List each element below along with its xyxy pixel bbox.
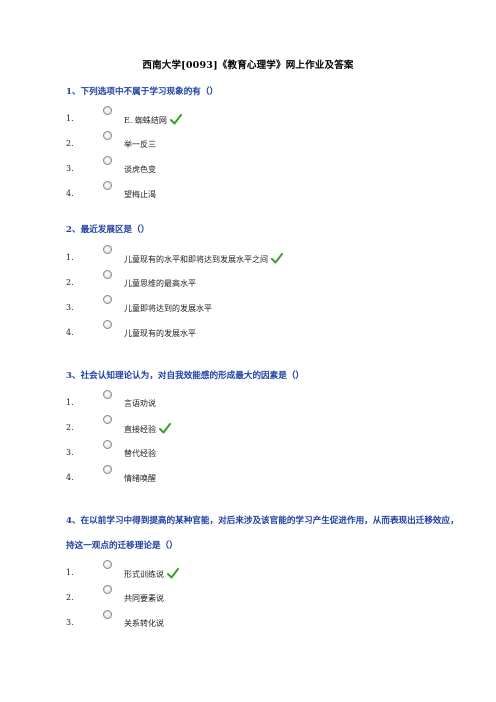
option-label: 形式训练说 (124, 568, 179, 580)
option-label: 关系转化说 (124, 619, 164, 628)
option-number: 1. (66, 114, 74, 123)
option-number: 3. (66, 618, 74, 627)
option-number: 3. (66, 164, 74, 173)
radio-button[interactable] (103, 610, 112, 619)
option-label: 举一反三 (124, 140, 156, 149)
option-number: 4. (66, 473, 74, 482)
question-4-line-1: 4、在以前学习中得到提高的某种官能，对后来涉及该官能的学习产生促进作用，从而表现… (66, 516, 459, 526)
checkmark-icon (167, 568, 179, 579)
radio-button[interactable] (103, 415, 112, 424)
option-number: 1. (66, 398, 74, 407)
option-number: 3. (66, 303, 74, 312)
radio-button[interactable] (103, 270, 112, 279)
checkmark-icon (159, 423, 171, 434)
option-number: 4. (66, 189, 74, 198)
question-2: 2、最近发展区是（） (66, 225, 150, 235)
document-title: 西南大学[0093]《教育心理学》网上作业及答案 (142, 60, 354, 71)
option-number: 2. (66, 278, 74, 287)
option-label: 替代经验 (124, 449, 156, 458)
option-number: 2. (66, 423, 74, 432)
option-number: 3. (66, 448, 74, 457)
question-3: 3、社会认知理论认为，对自我效能感的形成最大的因素是（） (66, 371, 305, 381)
option-number: 1. (66, 568, 74, 577)
option-number: 1. (66, 253, 74, 262)
option-label: 共同要素说 (124, 594, 164, 603)
option-label: 望梅止渴 (124, 190, 156, 199)
option-label: E. 蜘蛛结网 (124, 114, 182, 126)
radio-button[interactable] (103, 320, 112, 329)
radio-button[interactable] (103, 390, 112, 399)
option-label: 儿童即将达到的发展水平 (124, 304, 212, 313)
option-label: 言语劝说 (124, 399, 156, 408)
question-4-line-2: 持这一观点的迁移理论是（） (66, 541, 178, 551)
option-number: 2. (66, 593, 74, 602)
option-number: 2. (66, 139, 74, 148)
option-label: 情绪唤醒 (124, 474, 156, 483)
option-label: 谈虎色变 (124, 165, 156, 174)
radio-button[interactable] (103, 245, 112, 254)
radio-button[interactable] (103, 585, 112, 594)
radio-button[interactable] (103, 181, 112, 190)
checkmark-icon (271, 253, 283, 264)
question-4: 4、在以前学习中得到提高的某种官能，对后来涉及该官能的学习产生促进作用，从而表现… (66, 510, 466, 557)
checkmark-icon (169, 114, 182, 125)
question-1: 1、下列选项中不属于学习现象的有（） (66, 87, 219, 97)
radio-button[interactable] (103, 440, 112, 449)
option-number: 4. (66, 328, 74, 337)
radio-button[interactable] (103, 465, 112, 474)
radio-button[interactable] (103, 131, 112, 140)
radio-button[interactable] (103, 106, 112, 115)
option-label: 直接经验 (124, 423, 171, 435)
radio-button[interactable] (103, 295, 112, 304)
radio-button[interactable] (103, 156, 112, 165)
radio-button[interactable] (103, 560, 112, 569)
option-label: 儿童现有的发展水平 (124, 329, 196, 338)
option-label: 儿童思维的最高水平 (124, 279, 196, 288)
option-label: 儿童现有的水平和即将达到发展水平之间 (124, 253, 283, 265)
